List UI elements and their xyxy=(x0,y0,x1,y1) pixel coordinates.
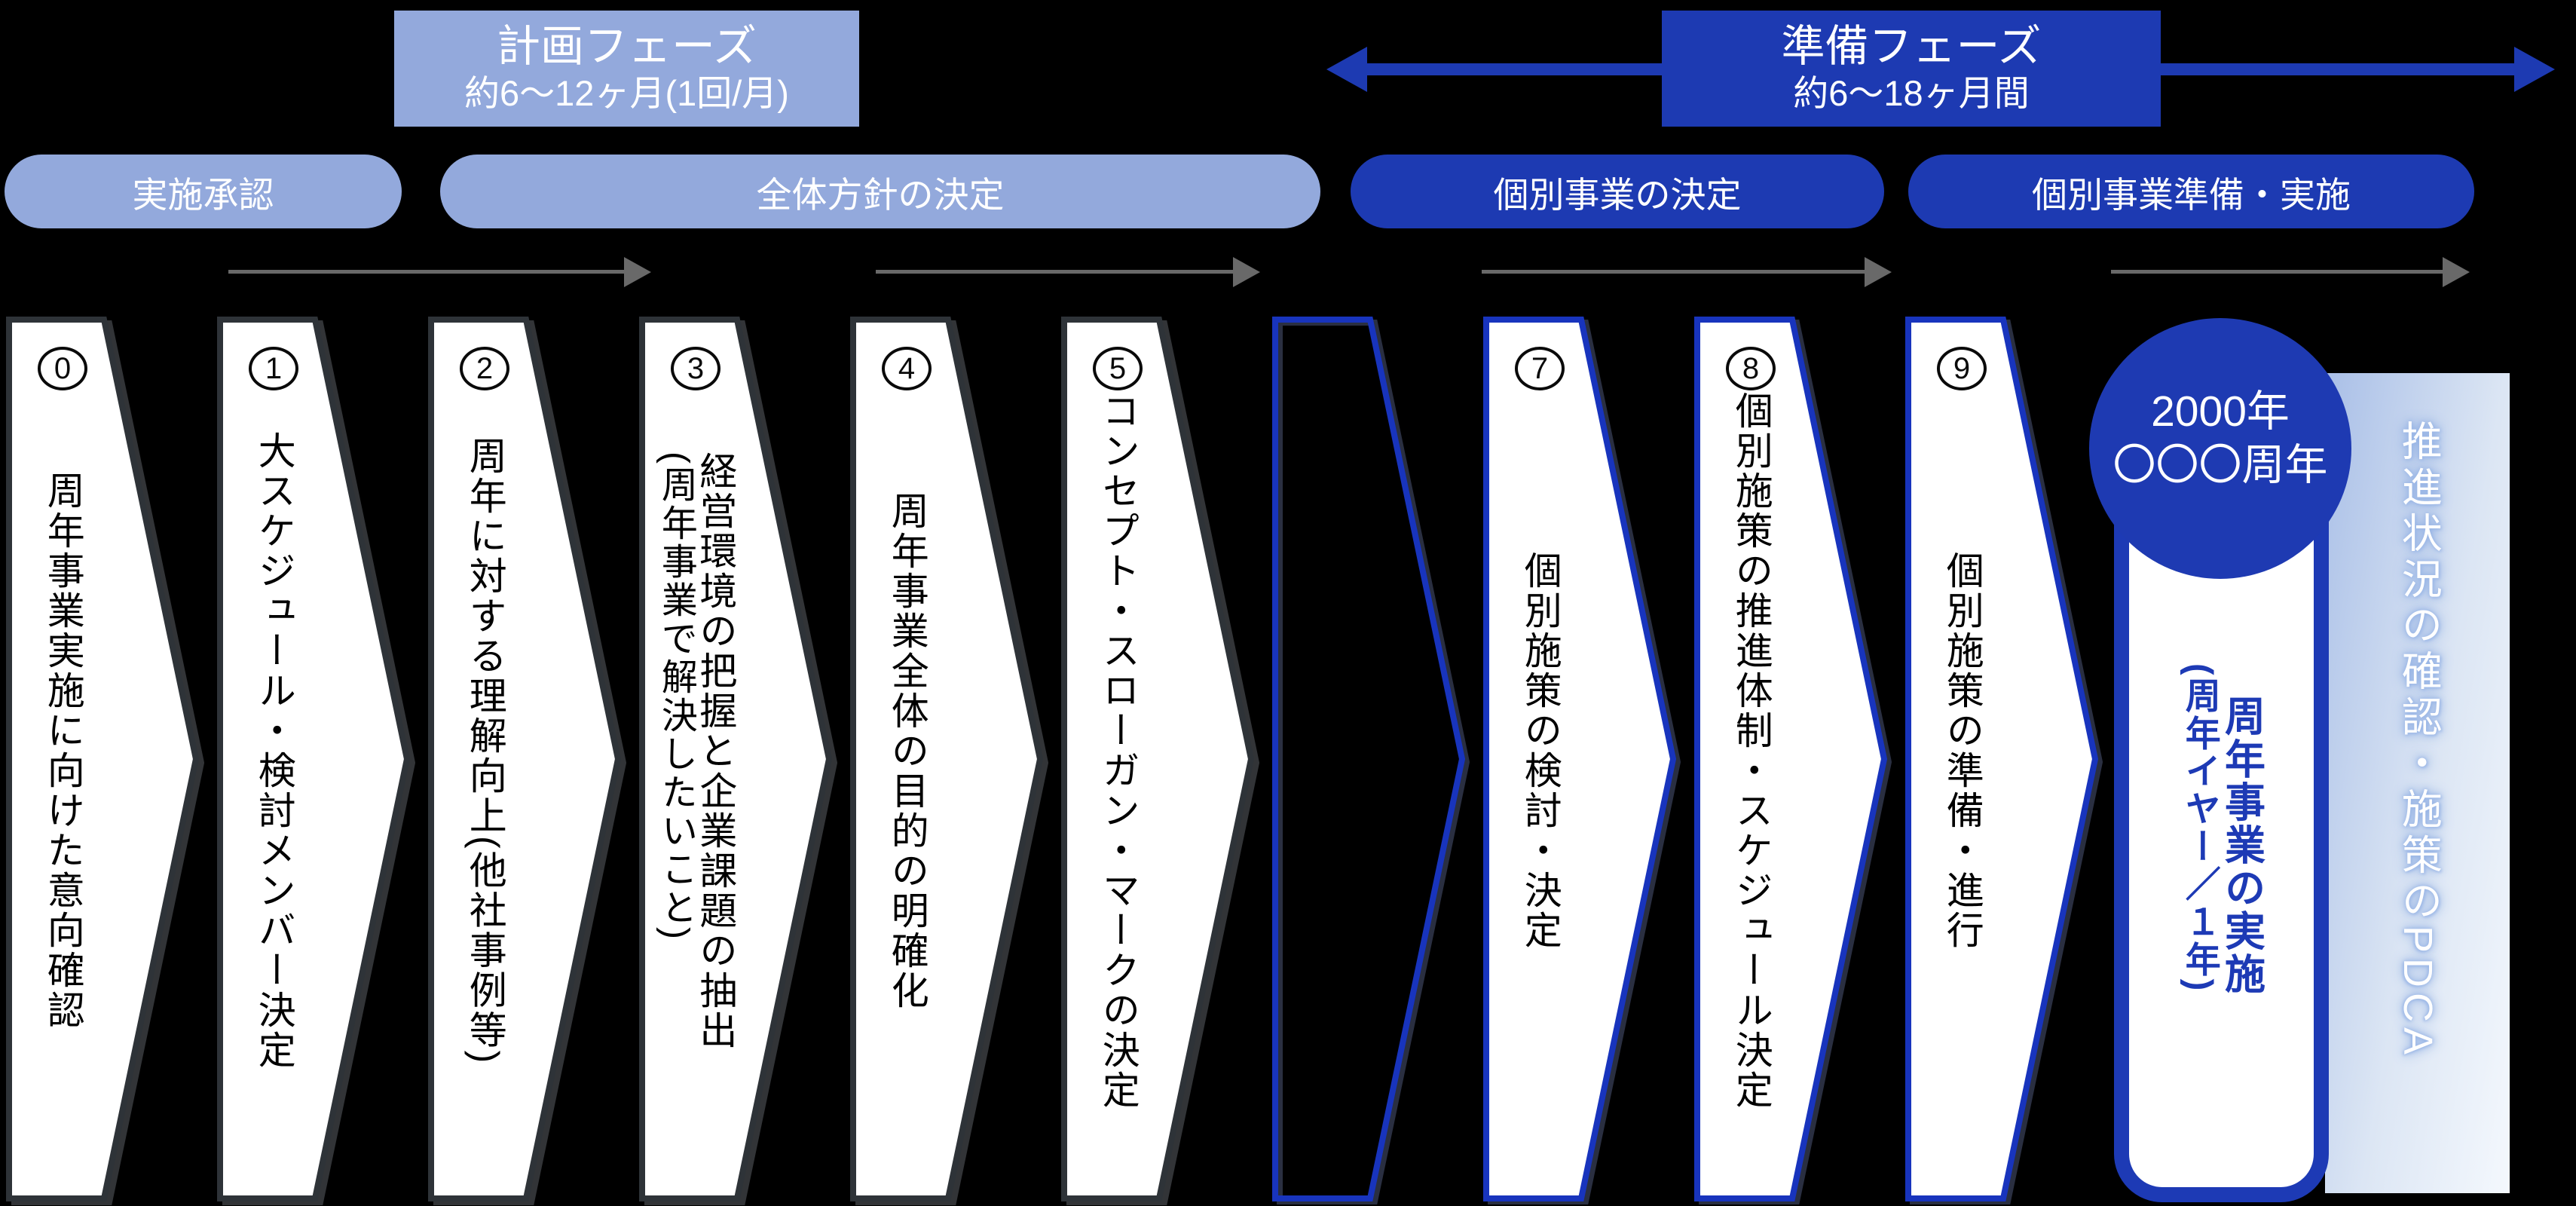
step-label: 周年事業実施に向けた意向確認 xyxy=(41,471,84,1030)
chevron-shape xyxy=(1272,317,1465,1201)
arrow-left-head-icon xyxy=(1326,47,1367,92)
year-line1: 2000年 xyxy=(2151,387,2290,436)
step-number: 0 xyxy=(38,347,87,390)
step-label: コンセプト・スローガン・マークの決定 xyxy=(1097,391,1140,1110)
preparation-phase-title: 準備フェーズ xyxy=(1781,22,2042,72)
step-6-placeholder xyxy=(1272,317,1465,1201)
flow-arrow-icon xyxy=(876,257,1260,287)
step-label: 個別施策の準備・進行 xyxy=(1941,551,1984,950)
step-number: 4 xyxy=(882,347,932,390)
band-individual-decision: 個別事業の決定 xyxy=(1351,155,1884,228)
chevron-shape xyxy=(1905,317,2098,1201)
step-3: 3 経営環境の把握と企業課題の抽出 (周年事業で解決したいこと) xyxy=(639,317,832,1201)
step-label: 大スケジュール・検討メンバー決定 xyxy=(252,431,295,1070)
step-number: 1 xyxy=(249,347,298,390)
step-label: 周年に対する理解向上(他社事例等) xyxy=(463,436,506,1066)
step-label: 個別施策の推進体制・スケジュール決定 xyxy=(1730,391,1773,1110)
step-8: 8 個別施策の推進体制・スケジュール決定 xyxy=(1694,317,1887,1201)
step-2: 2 周年に対する理解向上(他社事例等) xyxy=(428,317,621,1201)
flow-arrow-icon xyxy=(1482,257,1892,287)
step-label: 経営環境の把握と企業課題の抽出 xyxy=(694,451,737,1051)
step-0: 0 周年事業実施に向けた意向確認 xyxy=(6,317,199,1201)
step-label: 周年事業全体の目的の明確化 xyxy=(886,491,929,1011)
step-sublabel: (周年事業で解決したいこと) xyxy=(655,451,696,941)
step-number: 3 xyxy=(671,347,720,390)
chevron-shape xyxy=(1483,317,1676,1201)
chevron-shape xyxy=(428,317,621,1201)
anniversary-year-circle: 2000年 〇〇〇周年 xyxy=(2089,318,2351,579)
planning-phase-subtitle: 約6〜12ヶ月(1回/月) xyxy=(464,73,789,114)
band-approval: 実施承認 xyxy=(5,155,402,228)
chevron-shape xyxy=(1061,317,1254,1201)
step-number: 5 xyxy=(1093,347,1143,390)
band-overall-policy: 全体方針の決定 xyxy=(440,155,1320,228)
flow-arrow-icon xyxy=(228,257,651,287)
event-sub-label: (周年イヤー／１年) xyxy=(2180,663,2220,993)
step-label: 個別施策の検討・決定 xyxy=(1519,551,1562,950)
event-main-label: 周年事業の実施 xyxy=(2218,695,2264,996)
anniversary-event-text: 周年事業の実施 (周年イヤー／１年) xyxy=(2118,663,2325,996)
planning-phase-title: 計画フェーズ xyxy=(496,22,757,72)
band-individual-preparation: 個別事業準備・実施 xyxy=(1908,155,2474,228)
step-number: 7 xyxy=(1515,347,1565,390)
step-5: 5 コンセプト・スローガン・マークの決定 xyxy=(1061,317,1254,1201)
chevron-shape xyxy=(850,317,1043,1201)
chevron-shape xyxy=(639,317,832,1201)
planning-phase-header: 計画フェーズ 約6〜12ヶ月(1回/月) xyxy=(394,11,859,127)
year-line2: 〇〇〇周年 xyxy=(2113,441,2328,489)
chevron-shape xyxy=(1694,317,1887,1201)
arrow-right-head-icon xyxy=(2514,47,2555,92)
flow-arrow-icon xyxy=(2111,257,2470,287)
chevron-shape xyxy=(6,317,199,1201)
step-number: 9 xyxy=(1937,347,1987,390)
pdca-gradient-bar: 推進状況の確認・施策のPDCA xyxy=(2325,373,2510,1193)
preparation-phase-subtitle: 約6〜18ヶ月間 xyxy=(1793,73,2030,114)
chevron-shape xyxy=(217,317,410,1201)
pdca-label: 推進状況の確認・施策のPDCA xyxy=(2395,420,2441,1061)
step-7: 7 個別施策の検討・決定 xyxy=(1483,317,1676,1201)
step-number: 2 xyxy=(460,347,509,390)
step-4: 4 周年事業全体の目的の明確化 xyxy=(850,317,1043,1201)
step-1: 1 大スケジュール・検討メンバー決定 xyxy=(217,317,410,1201)
step-9: 9 個別施策の準備・進行 xyxy=(1905,317,2098,1201)
step-number: 8 xyxy=(1726,347,1776,390)
preparation-phase-header: 準備フェーズ 約6〜18ヶ月間 xyxy=(1662,11,2161,127)
